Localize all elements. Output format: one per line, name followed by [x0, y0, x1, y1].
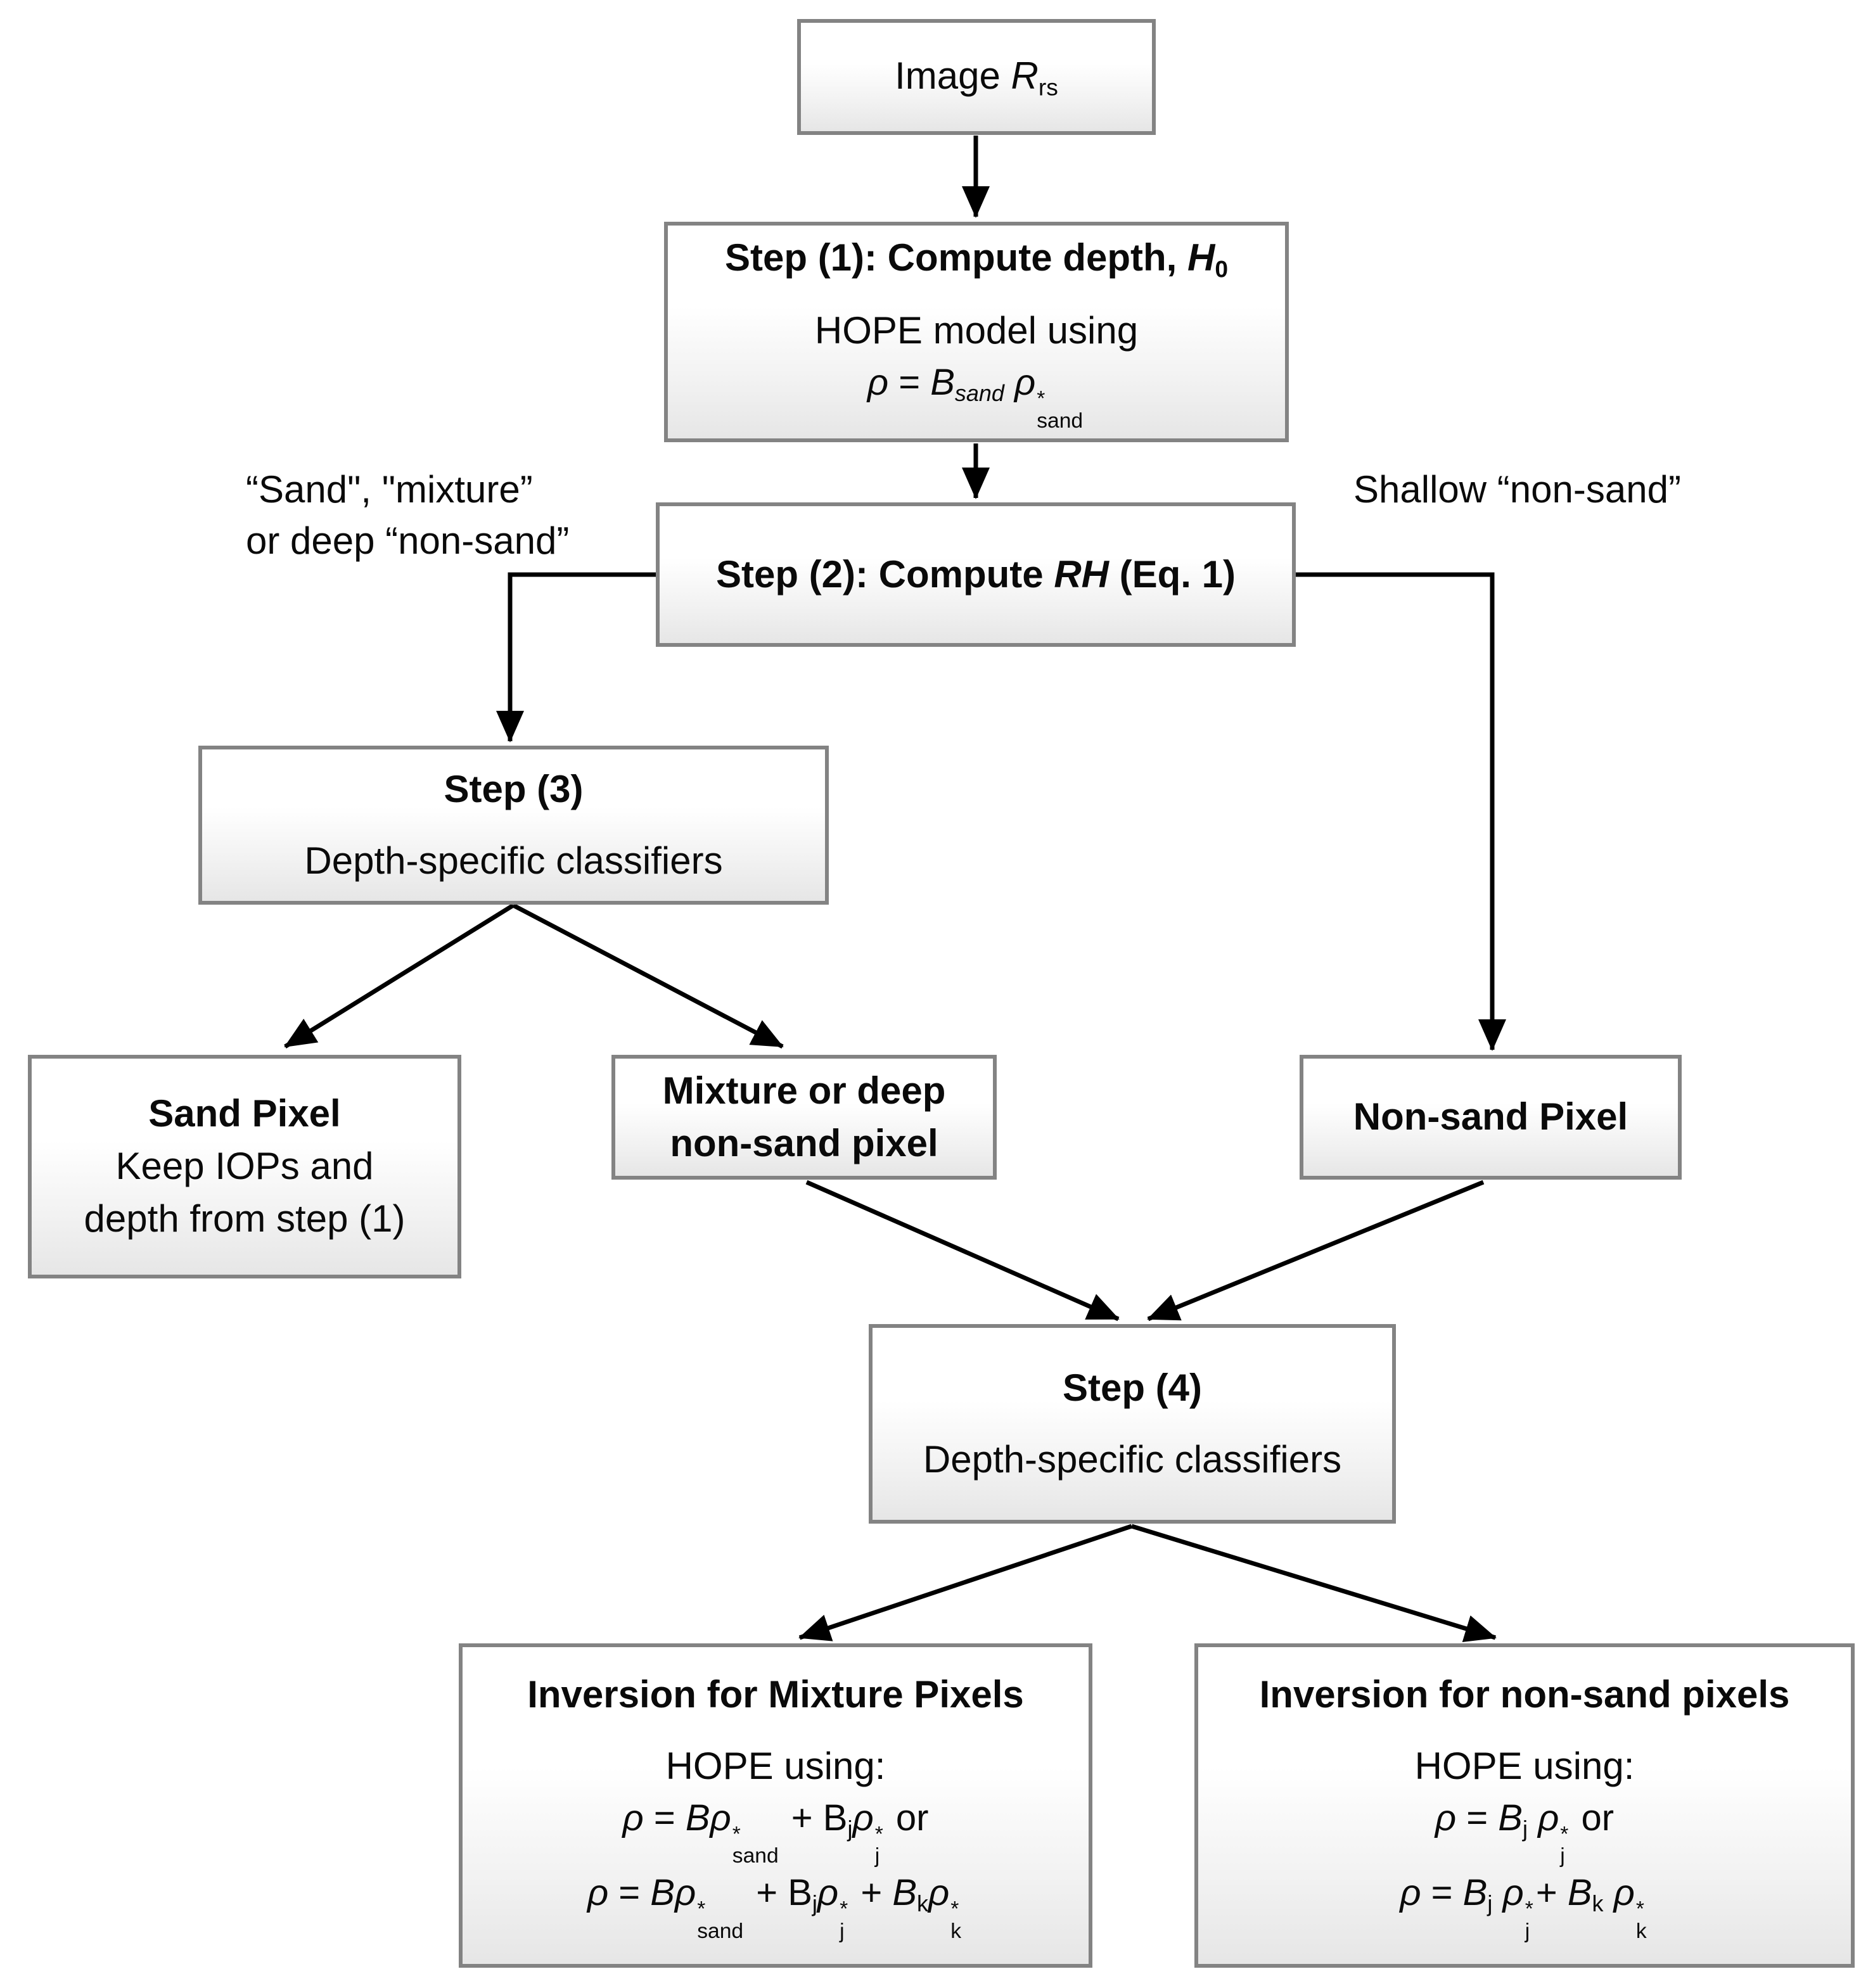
- step3-title: Step (3): [444, 767, 584, 810]
- arrow-step3-to-mixture: [512, 903, 784, 1049]
- image-rrs-label: Image Rrs: [895, 54, 1058, 101]
- inversion-mixture-title: Inversion for Mixture Pixels: [527, 1673, 1024, 1716]
- branch-label-right: Shallow “non-sand”: [1353, 464, 1681, 515]
- inversion-nonsand-formula2: ρ = Bj ρ*j+ Bk ρ*k: [1400, 1871, 1647, 1943]
- branch-label-right-line: Shallow “non-sand”: [1353, 468, 1681, 511]
- branch-label-left: “Sand", "mixture” or deep “non-sand”: [246, 464, 569, 566]
- arrow-step3-to-sand: [284, 903, 515, 1048]
- flow-box-step4: Step (4) Depth-specific classifiers: [869, 1324, 1396, 1524]
- sand-pixel-line2: Keep IOPs and: [115, 1145, 374, 1188]
- sand-pixel-title: Sand Pixel: [148, 1092, 341, 1135]
- arrow-nonsand-to-step4: [1147, 1180, 1485, 1322]
- nonsand-pixel-title: Non-sand Pixel: [1353, 1095, 1628, 1138]
- inversion-mixture-formula1: ρ = Bρ*sand + Bjρ*j or: [622, 1797, 929, 1868]
- mixture-pixel-line1: Mixture or deep: [662, 1069, 946, 1112]
- inversion-nonsand-title: Inversion for non-sand pixels: [1259, 1673, 1790, 1716]
- arrow-mixture-to-step4: [805, 1180, 1120, 1322]
- flow-box-nonsand-pixel: Non-sand Pixel: [1300, 1055, 1682, 1180]
- step4-subtitle: Depth-specific classifiers: [923, 1437, 1342, 1481]
- step2-title: Step (2): Compute RH (Eq. 1): [715, 552, 1236, 596]
- flow-box-mixture-pixel: Mixture or deep non-sand pixel: [611, 1055, 997, 1180]
- arrow-step2-to-nonsand: [1296, 572, 1506, 1051]
- arrow-step2-to-step3: [496, 572, 656, 742]
- flow-box-inversion-nonsand: Inversion for non-sand pixels HOPE using…: [1194, 1643, 1855, 1968]
- step1-line2: HOPE model using: [814, 309, 1139, 352]
- flow-box-step3: Step (3) Depth-specific classifiers: [198, 746, 829, 905]
- step1-formula: ρ = Bsand ρ*sand: [867, 361, 1084, 433]
- inversion-mixture-formula2: ρ = Bρ*sand + Bjρ*j + Bkρ*k: [587, 1871, 962, 1943]
- flow-box-image-rrs: Image Rrs: [797, 19, 1156, 135]
- inversion-mixture-line2: HOPE using:: [665, 1744, 886, 1787]
- sand-pixel-line3: depth from step (1): [84, 1197, 406, 1240]
- flow-box-sand-pixel: Sand Pixel Keep IOPs and depth from step…: [28, 1055, 461, 1278]
- branch-label-left-line1: “Sand", "mixture”: [246, 468, 533, 511]
- arrow-step4-to-invnonsand: [1130, 1524, 1497, 1642]
- branch-label-left-line2: or deep “non-sand”: [246, 519, 570, 562]
- arrow-step4-to-invmixture: [798, 1524, 1133, 1641]
- inversion-nonsand-line2: HOPE using:: [1414, 1744, 1635, 1787]
- inversion-nonsand-formula1: ρ = Bj ρ*j or: [1435, 1797, 1615, 1868]
- mixture-pixel-line2: non-sand pixel: [670, 1121, 938, 1164]
- flow-box-inversion-mixture: Inversion for Mixture Pixels HOPE using:…: [459, 1643, 1092, 1968]
- step4-title: Step (4): [1062, 1366, 1203, 1409]
- flow-box-step2: Step (2): Compute RH (Eq. 1): [656, 502, 1296, 647]
- step3-subtitle: Depth-specific classifiers: [304, 839, 723, 882]
- flow-box-step1: Step (1): Compute depth, H0 HOPE model u…: [664, 222, 1289, 442]
- step1-title: Step (1): Compute depth, H0: [725, 236, 1228, 283]
